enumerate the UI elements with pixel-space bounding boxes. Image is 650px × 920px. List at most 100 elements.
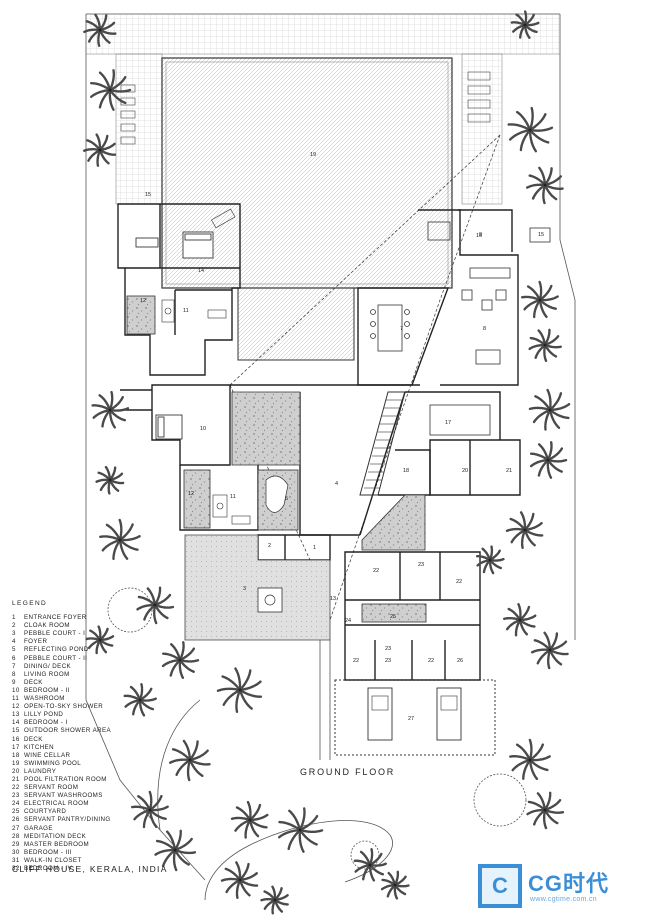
palm-tree-icon	[161, 641, 200, 679]
room-numbers: 19 15 15 14 16 12 11 7 8 9 10 17 18 20 2…	[140, 152, 544, 722]
palm-tree-icon	[353, 847, 388, 882]
terrace-paving	[85, 13, 561, 205]
lilly-pond-lawn	[184, 534, 331, 641]
canopy-tree-icon	[473, 773, 527, 827]
servant-courtyard	[361, 603, 427, 623]
legend-item-number: 2	[12, 622, 16, 630]
pebble-court-1	[231, 391, 301, 466]
palm-tree-icon	[528, 328, 563, 363]
legend-item-label: SERVANT ROOM	[24, 784, 79, 792]
swimming-pool	[161, 57, 453, 361]
legend-item-number: 1	[12, 614, 16, 622]
legend-item-label: DINING/ DECK	[24, 662, 72, 670]
legend-item-number: 16	[12, 735, 20, 743]
room-19: 19	[310, 152, 316, 158]
room-5: 5	[285, 496, 288, 502]
palm-tree-icon	[90, 69, 132, 111]
legend-item: 26 SERVANT PANTRY/DINING	[12, 816, 182, 824]
palm-tree-icon	[507, 106, 554, 153]
legend-item-number: 29	[12, 840, 20, 848]
palm-tree-icon	[528, 388, 571, 431]
palm-tree-icon	[505, 511, 544, 549]
room-2: 2	[268, 543, 271, 549]
palm-tree-icon	[380, 870, 411, 900]
legend-item-label: WINE CELLAR	[24, 751, 71, 759]
legend-item-label: DECK	[24, 678, 43, 686]
legend-item-number: 21	[12, 775, 20, 783]
open-to-sky-shower-2	[183, 469, 211, 529]
legend-item-label: LILLY POND	[24, 711, 64, 719]
legend-item: 28 MEDITATION DECK	[12, 833, 182, 841]
watermark: C CG时代 www.cgtime.com.cn	[478, 864, 638, 912]
legend-item-label: GARAGE	[24, 824, 53, 832]
legend-item-number: 20	[12, 767, 20, 775]
staircase	[359, 391, 406, 496]
living-furniture	[427, 221, 551, 365]
driveway	[319, 640, 331, 760]
legend-item-label: REFLECTING POND	[24, 646, 89, 654]
legend-item-label: MASTER BEDROOM	[24, 840, 90, 848]
room-11b: 11	[230, 494, 236, 500]
legend-item-label: COURTYARD	[24, 808, 67, 816]
room-20: 20	[462, 468, 468, 474]
legend-item-number: 28	[12, 832, 20, 840]
legend-item-number: 22	[12, 784, 20, 792]
palm-tree-icon	[529, 441, 568, 479]
legend-item-number: 32	[12, 865, 20, 872]
palm-tree-icon	[475, 544, 506, 575]
palm-tree-icon	[259, 885, 290, 915]
watermark-brand: CG时代	[528, 871, 610, 896]
room-10: 10	[200, 426, 206, 432]
room-13: 13	[330, 596, 336, 602]
legend-item: 21 POOL FILTRATION ROOM	[12, 776, 182, 784]
palm-tree-icon	[154, 829, 197, 872]
legend-item: 22 SERVANT ROOM	[12, 784, 182, 792]
room-7: 7	[400, 326, 403, 332]
legend-item-label: LIVING ROOM	[24, 670, 70, 678]
legend-item-label: BEDROOM - I	[24, 719, 68, 727]
palm-tree-icon	[509, 738, 551, 780]
beds-west	[135, 231, 214, 440]
room-16: 16	[476, 233, 482, 239]
room-15a: 15	[145, 192, 151, 198]
palm-tree-icon	[136, 586, 175, 625]
room-11a: 11	[183, 308, 189, 314]
palm-tree-icon	[278, 807, 324, 853]
floor-title: GROUND FLOOR	[300, 767, 396, 777]
legend-item-number: 26	[12, 816, 20, 824]
legend-item-label: SERVANT WASHROOMS	[24, 792, 103, 800]
room-18: 18	[403, 468, 409, 474]
palm-tree-icon	[526, 791, 565, 830]
pebble-court-2	[361, 494, 426, 551]
room-9: 9	[479, 232, 482, 238]
room-26: 26	[457, 658, 463, 664]
legend-item: 29 MASTER BEDROOM	[12, 841, 182, 849]
legend-item-number: 3	[12, 630, 16, 638]
legend-item-label: POOL FILTRATION ROOM	[24, 775, 107, 783]
legend-item-label: MEDITATION DECK	[24, 832, 87, 840]
legend-item-label: PEBBLE COURT - I	[24, 630, 86, 638]
legend-item-number: 19	[12, 759, 20, 767]
canopy-tree-icon	[107, 587, 153, 633]
washroom-fixtures-west	[161, 299, 251, 525]
palm-tree-icon	[94, 465, 125, 496]
legend-item-label: SERVANT PANTRY/DINING	[24, 816, 111, 824]
legend-item-number: 25	[12, 808, 20, 816]
palm-tree-icon	[531, 631, 569, 670]
legend-item-number: 4	[12, 638, 16, 646]
